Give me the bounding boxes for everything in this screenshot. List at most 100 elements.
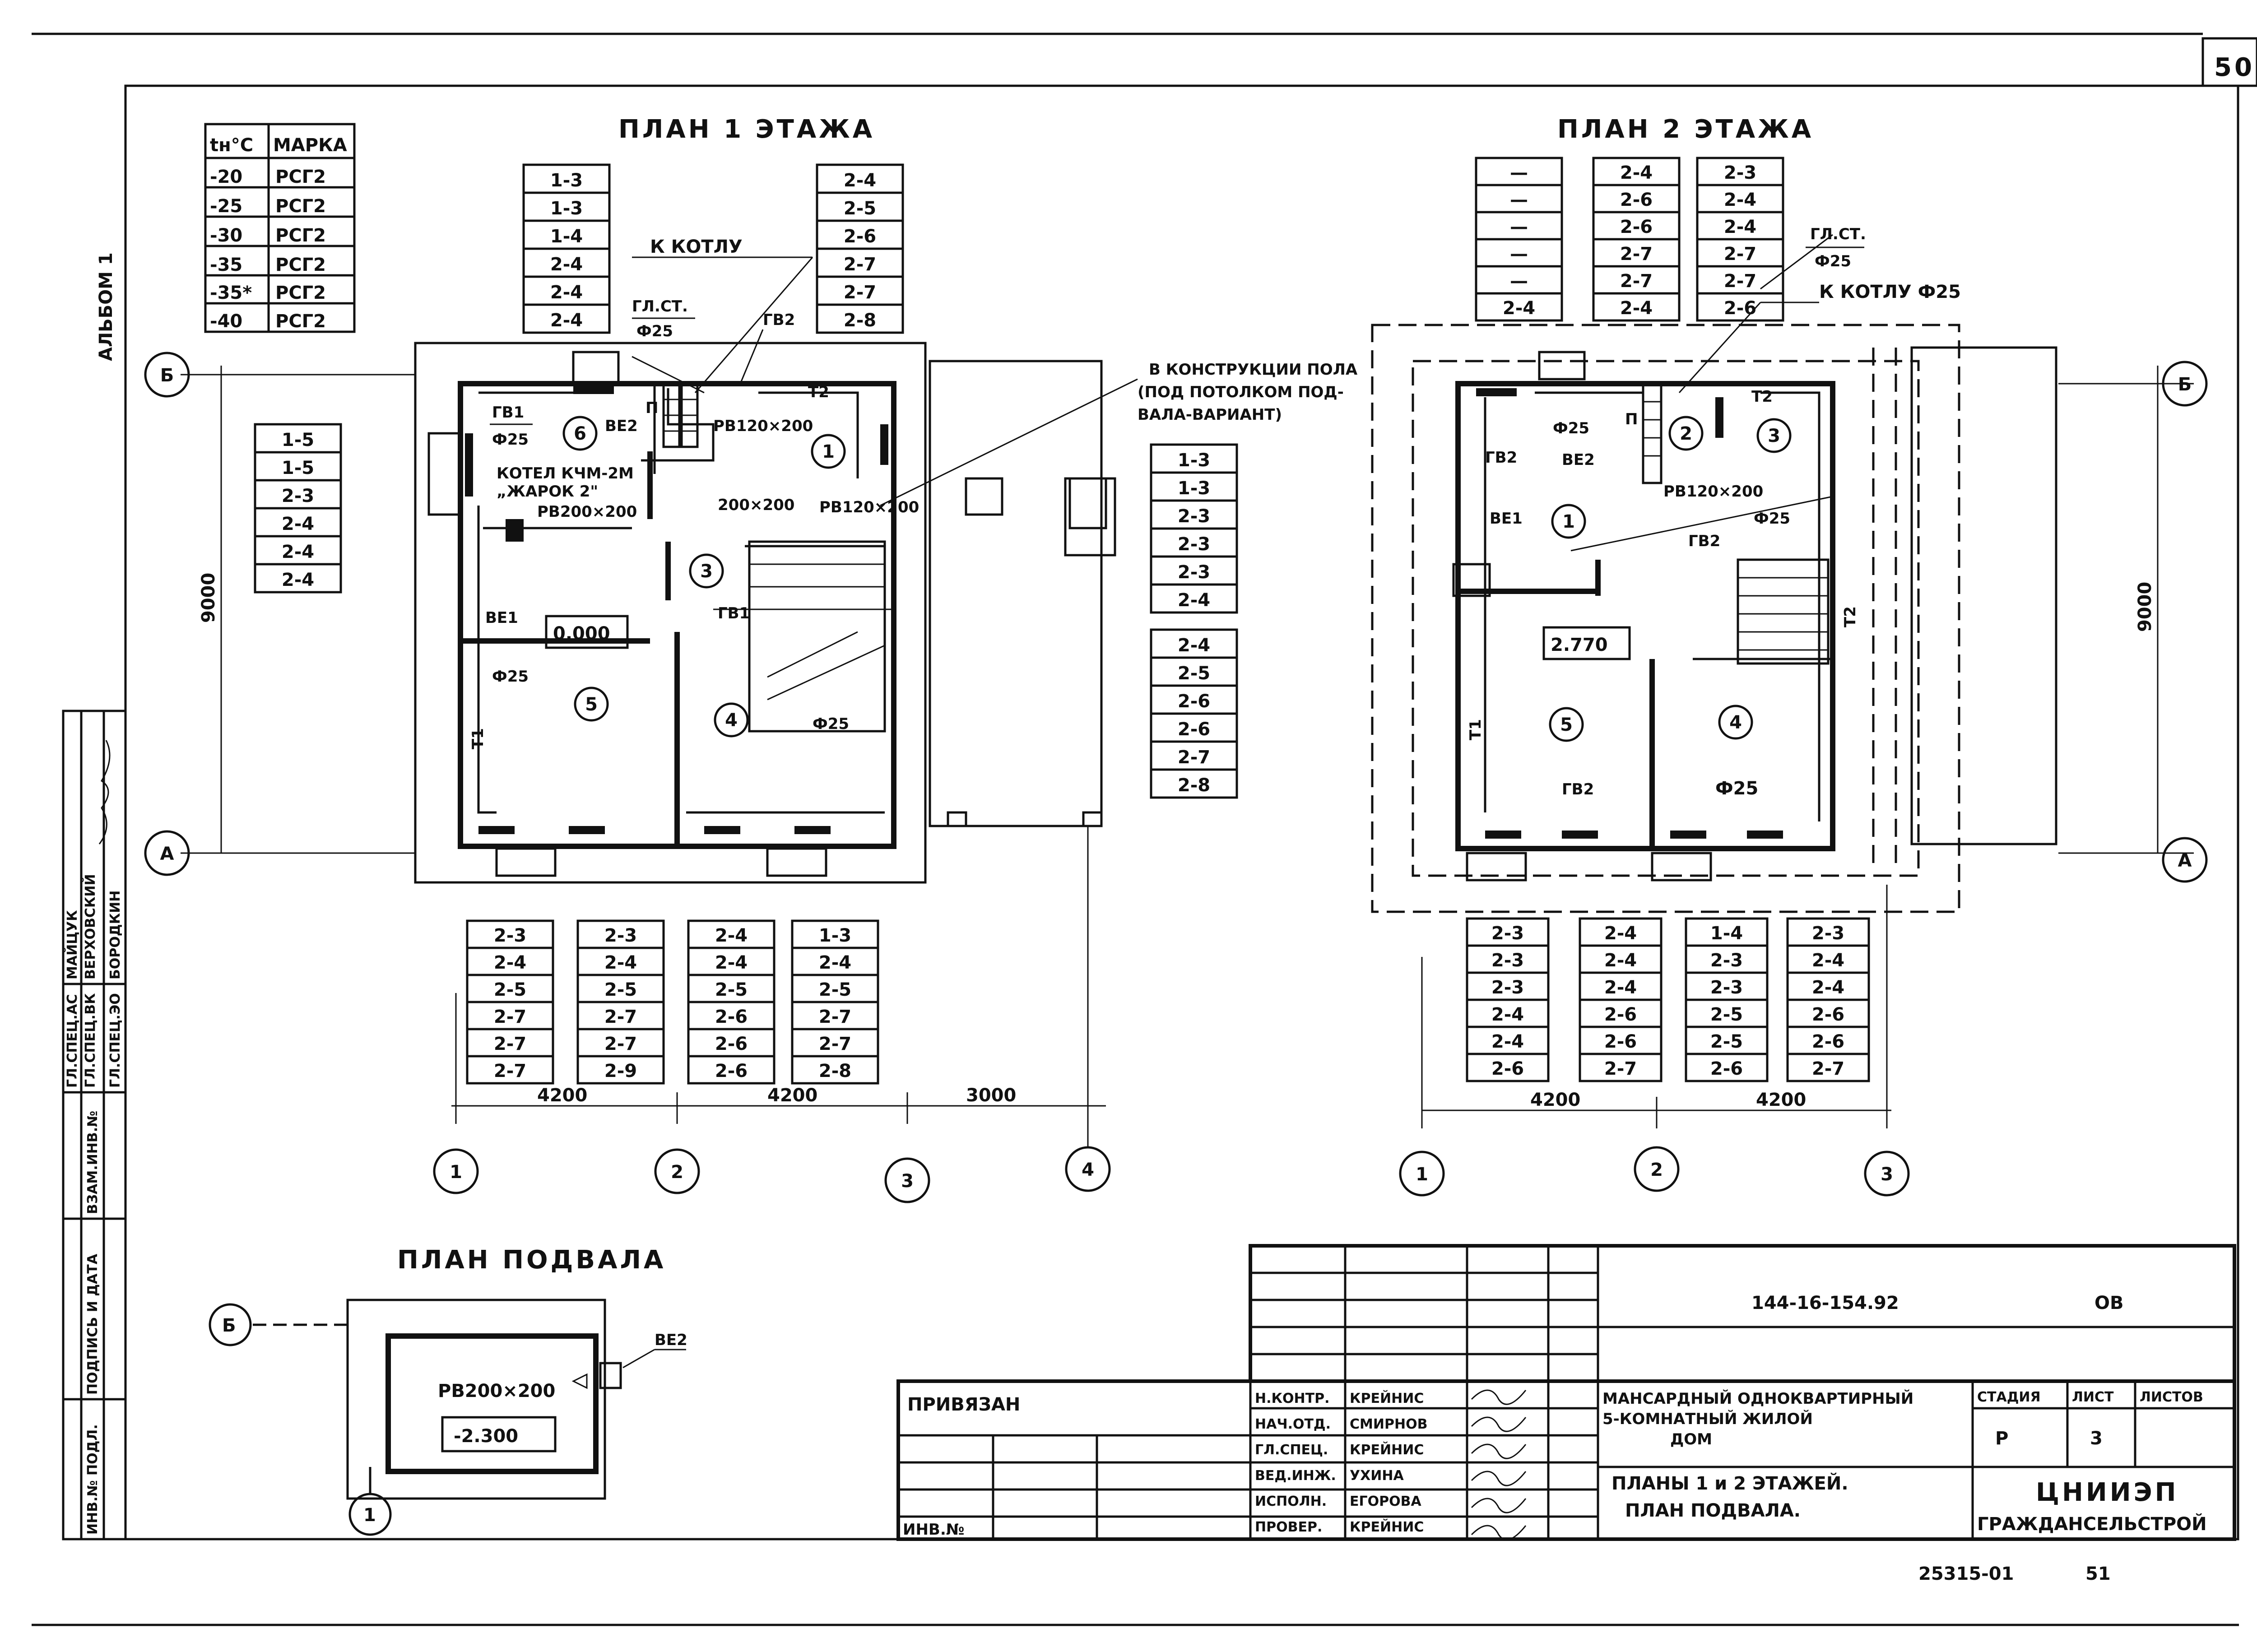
- room-number: 3: [700, 561, 713, 582]
- radiator-table: 1-51-52-32-42-42-4: [254, 423, 342, 594]
- axis-marker: [884, 1157, 930, 1203]
- stamp-role: ВЕД.ИНЖ.: [1255, 1468, 1336, 1484]
- plan1-to-boiler: К КОТЛУ: [650, 237, 743, 257]
- radiator-cell: 2-6: [1812, 1031, 1844, 1052]
- room-number: 3: [1768, 426, 1780, 446]
- bottom-code: 25315-01: [1918, 1564, 2014, 1584]
- radiator-cell: 2-6: [1620, 217, 1653, 237]
- radiator-cell: 2-3: [1491, 977, 1524, 998]
- room-number: 5: [1560, 715, 1573, 735]
- radiator-cell: 2-3: [1178, 562, 1210, 583]
- plan2-t1: Т1: [1467, 719, 1485, 740]
- radiator-cell: 2-3: [1812, 923, 1844, 944]
- radiator-table: 2-32-42-42-62-62-7: [1786, 917, 1870, 1082]
- radiator-cell: 2-5: [494, 979, 526, 1000]
- plan1-rv-boiler: РВ200×200: [537, 503, 637, 521]
- radiator-table: 2-32-42-52-72-72-7: [466, 919, 554, 1085]
- room-marker: [1756, 418, 1792, 453]
- radiator-cell: 2-8: [844, 310, 876, 331]
- axis-marker: [433, 1148, 479, 1194]
- brand-value: РСГ2: [275, 283, 326, 303]
- basement-rv: РВ200×200: [438, 1381, 555, 1401]
- radiator-cell: 2-3: [1491, 923, 1524, 944]
- radiator-cell: 2-3: [1710, 950, 1743, 971]
- radiator-cell: 2-5: [715, 979, 748, 1000]
- radiator-cell: —: [1510, 190, 1528, 210]
- room-marker: [1549, 707, 1584, 742]
- radiator-cell: 2-6: [715, 1061, 748, 1081]
- radiator-cell: 2-7: [1620, 244, 1653, 265]
- signature-mark: [98, 740, 111, 845]
- plan2-title: ПЛАН 2 ЭТАЖА: [1557, 115, 1814, 144]
- stamp-role: ПРОВЕР.: [1255, 1519, 1322, 1535]
- radiator-cell: 2-4: [1724, 190, 1756, 210]
- stamp-title-1: МАНСАРДНЫЙ ОДНОКВАРТИРНЫЙ: [1602, 1389, 1913, 1408]
- plan1-dim-v: 9000: [198, 573, 219, 623]
- plan2-to-boiler: К КОТЛУ Ф25: [1819, 282, 1961, 302]
- room-number: 5: [585, 694, 598, 715]
- radiator-cell: 2-6: [715, 1034, 748, 1054]
- basement-level: -2.300: [454, 1426, 518, 1447]
- radiator-cell: 1-5: [282, 458, 314, 478]
- stamp-title-3: ДОМ: [1670, 1430, 1712, 1448]
- axis-marker: [144, 830, 190, 876]
- brand-value: РСГ2: [275, 167, 326, 187]
- brand-value: РСГ2: [275, 255, 326, 275]
- temp-value: -25: [210, 196, 242, 217]
- radiator-cell: 2-6: [844, 226, 876, 247]
- radiator-table: —————2-4: [1475, 157, 1563, 322]
- radiator-cell: 2-4: [844, 170, 876, 191]
- plan2-radiators: [1476, 388, 1783, 839]
- radiator-cell: 2-5: [1178, 663, 1210, 684]
- axis-label: Б: [160, 365, 174, 386]
- plan2-ve1: ВЕ1: [1490, 510, 1523, 528]
- plan1-ve2: ВЕ2: [605, 417, 638, 435]
- radiator-table: 2-42-42-42-62-62-7: [1579, 917, 1663, 1082]
- axis-label: А: [2178, 850, 2192, 871]
- plan2-dim-h2: 4200: [1756, 1090, 1806, 1110]
- radiator-cell: 1-3: [550, 198, 583, 219]
- radiator-cell: 2-5: [1710, 1004, 1743, 1025]
- basement-building: [253, 1299, 686, 1500]
- axis-label: 1: [1416, 1164, 1428, 1185]
- stamp-name: ЕГОРОВА: [1350, 1494, 1421, 1509]
- title-block: [896, 1244, 2236, 1541]
- radiator-cell: 1-3: [1178, 450, 1210, 471]
- radiator-cell: 2-3: [1491, 950, 1524, 971]
- stamp-org-2: ГРАЖДАНСЕЛЬСТРОЙ: [1977, 1513, 2207, 1535]
- stamp-org-1: ЦНИИЭП: [2036, 1478, 2179, 1507]
- left-role-3: ГЛ.СПЕЦ.ЭО: [107, 993, 123, 1088]
- axis-marker: [1399, 1151, 1445, 1197]
- axis-label: 3: [1881, 1164, 1893, 1185]
- radiator-cell: 2-7: [1604, 1058, 1637, 1079]
- sheet-number-box: [2201, 37, 2257, 87]
- temp-value: -35*: [210, 283, 252, 303]
- sheet-number: 50: [2214, 53, 2255, 82]
- stamp-role: ИСПОЛН.: [1255, 1494, 1327, 1509]
- plan2-t2: Т2: [1751, 388, 1773, 406]
- stamp-sheet: 3: [2090, 1428, 2103, 1449]
- radiator-cell: 2-3: [1710, 977, 1743, 998]
- brand-header: МАРКА: [273, 135, 347, 156]
- radiator-cell: 2-3: [604, 925, 637, 946]
- room-number: 4: [725, 710, 738, 731]
- plan2-radiator-tables: —————2-42-42-62-62-72-72-42-32-42-42-72-…: [1466, 157, 1870, 1082]
- album-label: АЛЬБОМ 1: [96, 252, 116, 361]
- plan1-pipes: [477, 384, 885, 814]
- axis-marker: [1864, 1151, 1910, 1197]
- plan1-dim-h1: 4200: [537, 1085, 587, 1106]
- radiator-cell: 2-7: [604, 1007, 637, 1027]
- radiator-cell: —: [1510, 271, 1528, 292]
- radiator-cell: 2-4: [550, 310, 583, 331]
- plan1-ve1: ВЕ1: [485, 609, 518, 627]
- room-number: 4: [1729, 712, 1742, 733]
- radiator-cell: 2-7: [1724, 244, 1756, 265]
- radiator-cell: 1-5: [282, 430, 314, 450]
- temp-value: -35: [210, 255, 242, 275]
- plan1-gv1-mid: ГВ1: [718, 604, 750, 622]
- radiator-cell: 2-4: [1503, 298, 1535, 319]
- plan1-level-box: [545, 615, 629, 649]
- radiator-cell: 2-4: [1178, 635, 1210, 656]
- replace-inv-label: ВЗАМ.ИНВ.№: [85, 1111, 101, 1214]
